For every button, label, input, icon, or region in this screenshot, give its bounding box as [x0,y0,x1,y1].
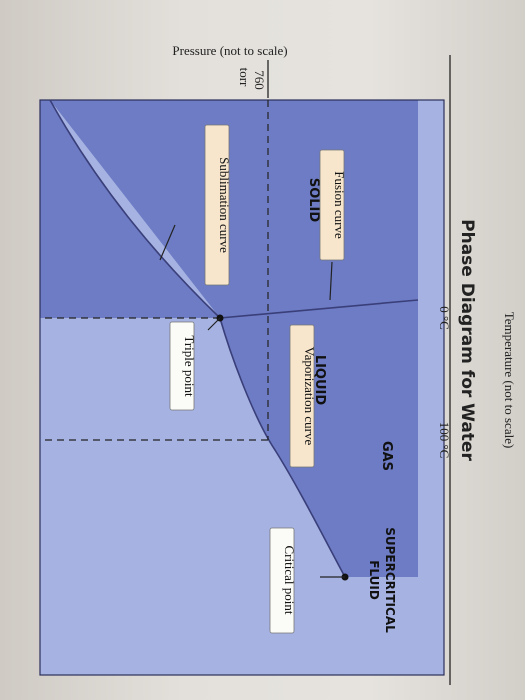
triple-point-callout: Triple point [169,321,197,411]
diagram-title: Phase Diagram for Water [457,219,477,461]
liquid-region-label: LIQUID [312,355,327,406]
sublimation-leader [159,224,176,261]
triple-leader [207,317,221,331]
plot-frame [39,99,445,676]
pressure-value-label: 760 [252,70,267,90]
critical-point-label: Critical point [282,546,297,615]
fusion-leader [329,261,333,301]
supercritical-label-line2: FLUID [367,560,381,600]
sublimation-curve-line [49,99,221,319]
critical-point-callout: Critical point [269,527,297,634]
temperature-axis-label: Temperature (not to scale) [502,312,517,449]
vaporization-curve-callout: Vaporization curve [289,324,317,468]
temp-tick-high-label: 100 °C [437,422,452,459]
supercritical-label-line1: SUPERCRITICAL [383,527,397,633]
fusion-curve-callout: Fusion curve [319,149,347,261]
gas-region-label: GAS [379,441,394,471]
pressure-unit-label: torr [237,68,252,87]
sublimation-curve-label: Sublimation curve [217,157,232,253]
fusion-curve-line [219,299,419,319]
vaporization-curve-line [219,317,346,578]
vaporization-curve-label: Vaporization curve [302,347,317,446]
fusion-curve-label: Fusion curve [332,171,347,239]
solid-region [40,100,220,318]
pressure-axis-label: Pressure (not to scale) [172,43,287,58]
triple-point-label: Triple point [182,335,197,397]
temp-tick-low-label: 0 °C [437,306,452,330]
sublimation-curve-callout: Sublimation curve [204,124,232,286]
solid-region-label: SOLID [306,178,321,223]
